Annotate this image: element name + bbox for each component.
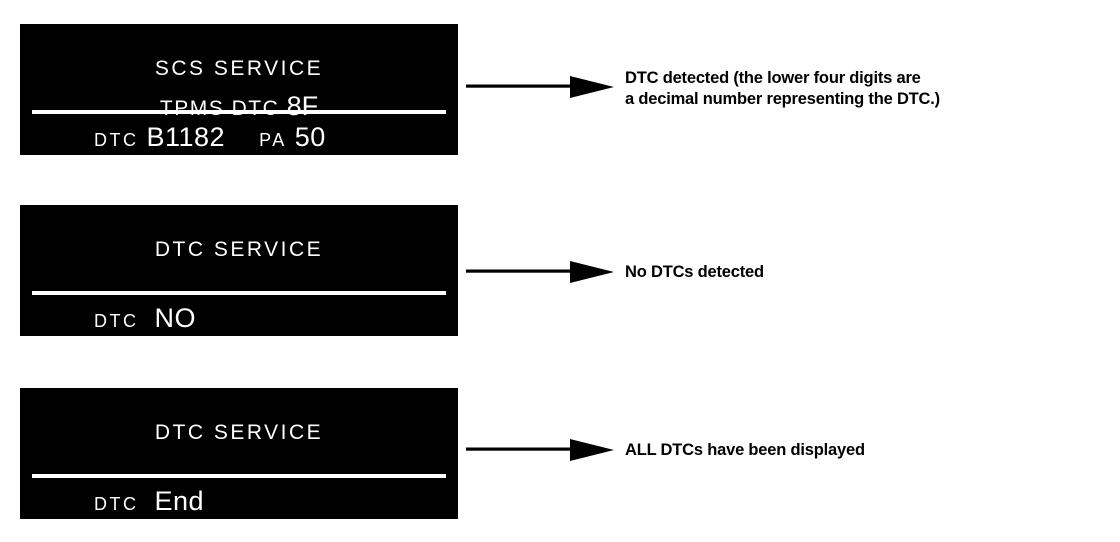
lcd-readout-value-end: End bbox=[154, 486, 205, 516]
lcd-readout-value-b1182: B1182 bbox=[146, 122, 226, 152]
lcd-divider-rule bbox=[32, 110, 446, 114]
lcd-panel-dtc-detected: SCS SERVICE TPMS DTC 8F DTC B1182 PA 50 bbox=[20, 24, 458, 155]
lcd-subtitle-tpms-dtc: TPMS DTC bbox=[159, 97, 287, 120]
callout-arrow-no-dtc bbox=[466, 258, 614, 286]
annotation-no-dtc: No DTCs detected bbox=[625, 263, 764, 281]
lcd-readout-label-pa: PA bbox=[259, 130, 287, 150]
lcd-readout-row: DTC B1182 PA 50 bbox=[94, 122, 326, 153]
lcd-readout-label-dtc: DTC bbox=[94, 130, 139, 150]
lcd-readout-value-50: 50 bbox=[294, 122, 326, 152]
lcd-divider-rule bbox=[32, 474, 446, 478]
lcd-readout-label-dtc: DTC bbox=[94, 494, 139, 514]
callout-arrow-dtc-detected bbox=[466, 73, 614, 101]
lcd-panel-dtc-end: DTC SERVICE DTC End bbox=[20, 388, 458, 519]
lcd-readout-row: DTC End bbox=[94, 486, 204, 517]
annotation-dtc-end: ALL DTCs have been displayed bbox=[625, 441, 865, 459]
lcd-title-scs-service: SCS SERVICE bbox=[154, 57, 324, 80]
annotation-dtc-detected: DTC detected (the lower four digits are … bbox=[625, 69, 940, 109]
callout-arrow-dtc-end bbox=[466, 436, 614, 464]
lcd-readout-value-no: NO bbox=[154, 303, 196, 333]
lcd-readout-label-dtc: DTC bbox=[94, 311, 139, 331]
lcd-subtitle-value-8f: 8F bbox=[286, 91, 319, 121]
lcd-panel-no-dtc: DTC SERVICE DTC NO bbox=[20, 205, 458, 336]
lcd-title-dtc-service: DTC SERVICE bbox=[154, 421, 324, 444]
lcd-divider-rule bbox=[32, 291, 446, 295]
lcd-readout-row: DTC NO bbox=[94, 303, 196, 334]
lcd-title-dtc-service: DTC SERVICE bbox=[154, 238, 324, 261]
